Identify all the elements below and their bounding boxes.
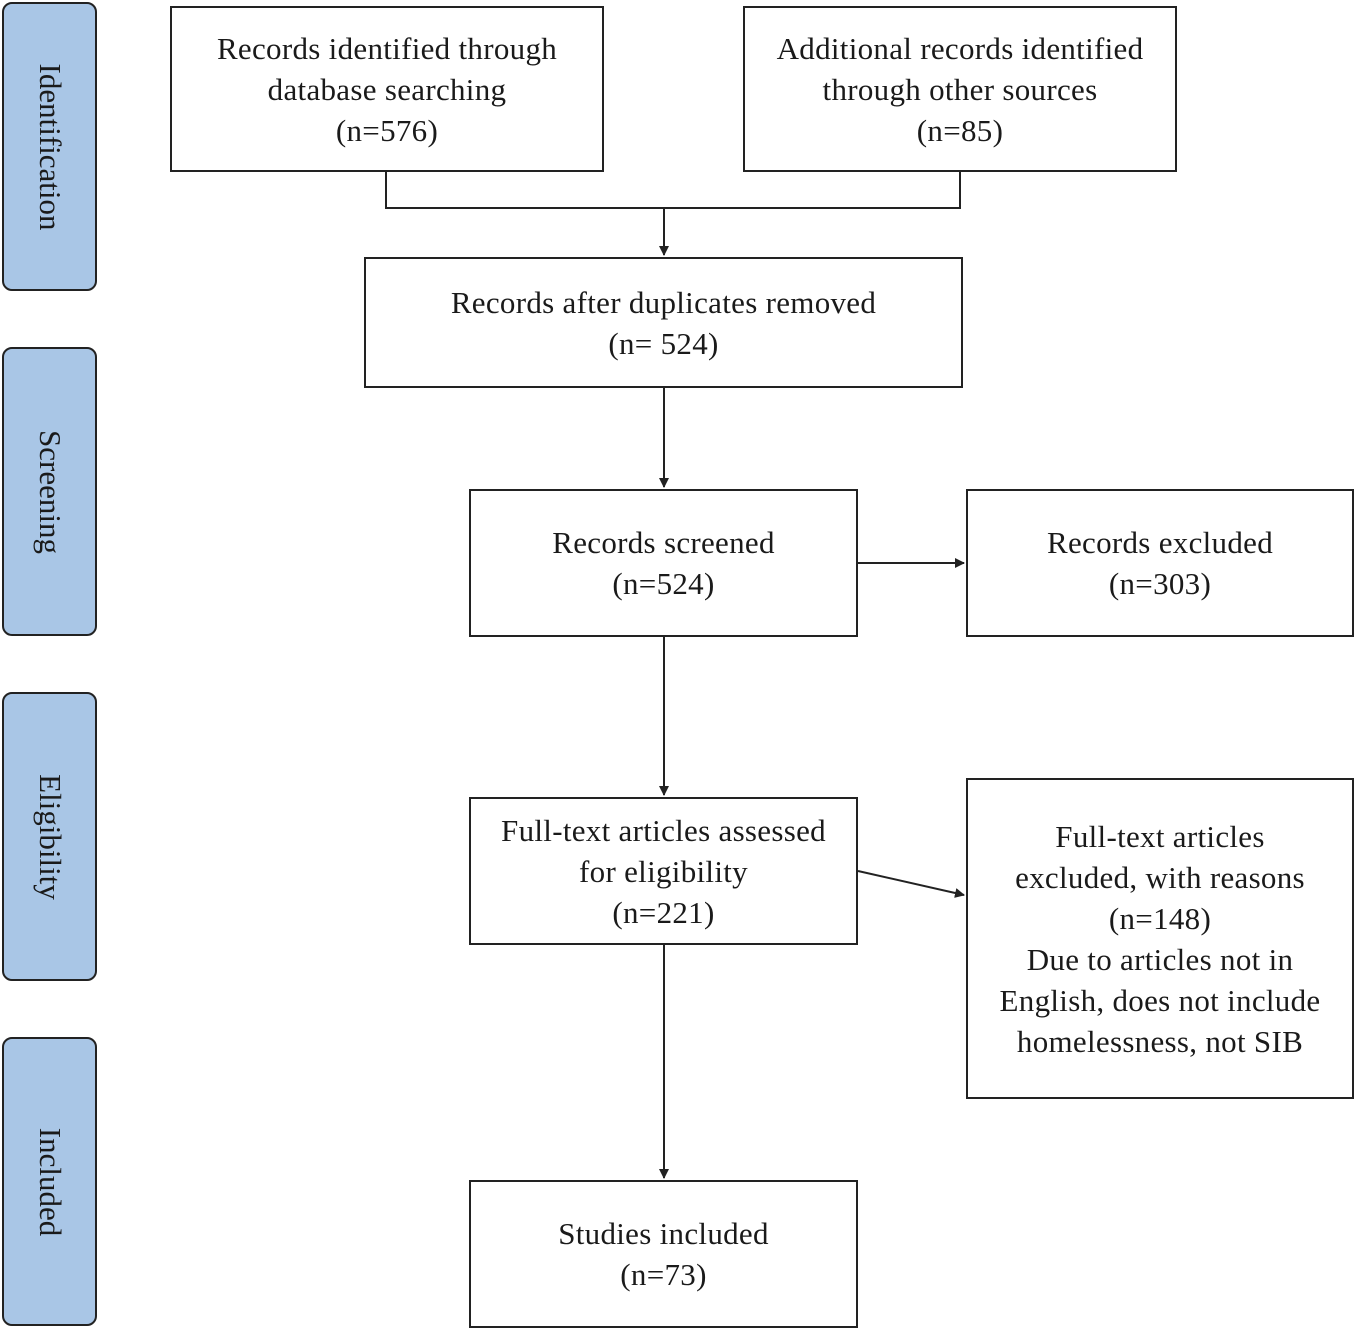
box-studies-included: Studies included (n=73) (469, 1180, 858, 1328)
box-line: database searching (267, 71, 507, 107)
box-line: (n=524) (612, 566, 715, 601)
box-line: for eligibility (579, 853, 748, 889)
box-line: Studies included (558, 1216, 769, 1251)
box-line: Records identified through (216, 30, 558, 66)
phase-eligibility: Eligibility (2, 692, 97, 981)
box-line: Full-text articles (1055, 818, 1265, 854)
box-line: homelessness, not SIB (1016, 1023, 1304, 1059)
phase-included: Included (2, 1037, 97, 1326)
box-line: (n=148) (1108, 900, 1212, 936)
arrow-to-full-text-excluded (857, 870, 965, 898)
box-line: Records excluded (1046, 525, 1274, 560)
box-database-search: Records identified through database sear… (170, 6, 604, 172)
phase-screening: Screening (2, 347, 97, 636)
box-line: (n= 524) (608, 325, 719, 361)
box-full-text-assessed: Full-text articles assessed for eligibil… (469, 797, 858, 945)
box-line: Records screened (552, 525, 775, 560)
box-line: English, does not include (999, 982, 1321, 1018)
merge-connector (385, 172, 961, 209)
box-line: Full-text articles assessed (501, 812, 826, 848)
box-line: (n=221) (612, 894, 715, 930)
box-line: (n=85) (916, 112, 1004, 148)
box-records-excluded: Records excluded (n=303) (966, 489, 1354, 637)
box-line: excluded, with reasons (1015, 859, 1305, 895)
box-line: Additional records identified (776, 30, 1144, 66)
phase-identification: Identification (2, 2, 97, 291)
box-other-sources: Additional records identified through ot… (743, 6, 1177, 172)
box-line: through other sources (822, 71, 1098, 107)
box-duplicates-removed: Records after duplicates removed (n= 524… (364, 257, 963, 388)
box-full-text-excluded: Full-text articles excluded, with reason… (966, 778, 1354, 1099)
box-line: (n=303) (1108, 566, 1212, 601)
box-line: (n=576) (335, 112, 439, 148)
box-records-screened: Records screened (n=524) (469, 489, 858, 637)
box-line: Due to articles not in (1026, 941, 1294, 977)
box-line: Records after duplicates removed (450, 284, 877, 320)
box-line: (n=73) (620, 1257, 707, 1292)
